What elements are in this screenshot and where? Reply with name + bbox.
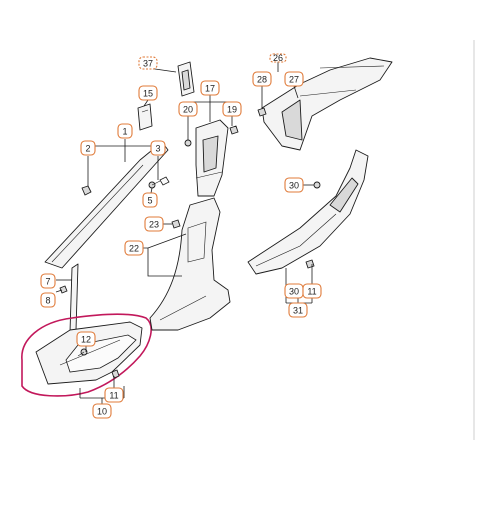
- callout-8: 8: [40, 292, 56, 308]
- seal-strip-part-7: [69, 263, 79, 333]
- clip-part-23: [171, 219, 181, 229]
- callout-20-label: 20: [183, 105, 193, 115]
- clip-part-19: [229, 125, 239, 135]
- clip-part-28: [257, 107, 267, 117]
- callout-11-rear-label: 11: [307, 287, 316, 297]
- c-pillar-trim: [261, 57, 393, 151]
- callout-7: 7: [40, 273, 56, 289]
- callout-30-upper-label: 30: [289, 181, 299, 191]
- callout-20: 20: [178, 101, 198, 117]
- callout-10-label: 10: [97, 407, 107, 417]
- callout-27-label: 27: [289, 75, 299, 85]
- a-pillar-trim: [44, 141, 169, 269]
- callout-31: 31: [288, 302, 308, 318]
- clip-part-2: [81, 185, 92, 196]
- callout-22-label: 22: [129, 244, 139, 254]
- callout-37-label: 37: [143, 59, 153, 69]
- callout-31-label: 31: [293, 306, 303, 316]
- callout-5: 5: [142, 192, 158, 208]
- sill-trim: [35, 321, 143, 385]
- screw-part-20: [184, 139, 192, 147]
- callout-28-label: 28: [257, 75, 267, 85]
- callout-12: 12: [76, 331, 96, 347]
- callout-19-label: 19: [227, 105, 237, 115]
- callout-30-lower: 30: [284, 283, 304, 299]
- callout-23-label: 23: [149, 220, 159, 230]
- screw-part-30: [313, 181, 321, 189]
- callout-23: 23: [144, 216, 164, 232]
- callout-11-rear: 11: [302, 283, 322, 299]
- callout-27: 27: [284, 71, 304, 87]
- callout-15: 15: [138, 85, 158, 101]
- callout-1-label: 1: [122, 127, 127, 137]
- clip-part-11-lower: [111, 369, 120, 379]
- callout-11-lower: 11: [104, 387, 124, 403]
- callout-30-upper: 30: [284, 177, 304, 193]
- callout-19: 19: [222, 101, 242, 117]
- callout-30-lower-label: 30: [289, 287, 299, 297]
- callout-3: 3: [150, 140, 166, 156]
- callout-12-label: 12: [81, 335, 91, 345]
- callout-17-label: 17: [205, 84, 215, 94]
- callout-11-lower-label: 11: [109, 391, 118, 401]
- callout-37: 37: [138, 56, 158, 70]
- callout-26: 26: [269, 53, 287, 63]
- callout-22: 22: [124, 240, 144, 256]
- bracket-part-15: [137, 103, 153, 131]
- callout-5-label: 5: [147, 196, 152, 206]
- clip-part-11-rear: [305, 259, 315, 269]
- callout-7-label: 7: [45, 277, 50, 287]
- clip-part-8: [59, 285, 68, 294]
- callout-26-label: 26: [273, 53, 283, 63]
- height-adjuster-part-37: [177, 61, 195, 97]
- callout-28: 28: [252, 71, 272, 87]
- screw-part-5: [148, 176, 170, 189]
- screw-part-12: [77, 348, 88, 357]
- b-pillar-lower-trim: [149, 197, 231, 331]
- rear-sill-trim: [247, 149, 369, 275]
- highlight-outline: [21, 313, 152, 397]
- callout-2-label: 2: [85, 144, 90, 154]
- callout-2: 2: [80, 140, 96, 156]
- callout-17: 17: [200, 80, 220, 96]
- callout-1: 1: [117, 123, 133, 139]
- callout-15-label: 15: [143, 89, 153, 99]
- b-pillar-upper-trim: [195, 119, 229, 197]
- callout-10: 10: [92, 403, 112, 419]
- callout-3-label: 3: [155, 144, 160, 154]
- callout-8-label: 8: [45, 296, 50, 306]
